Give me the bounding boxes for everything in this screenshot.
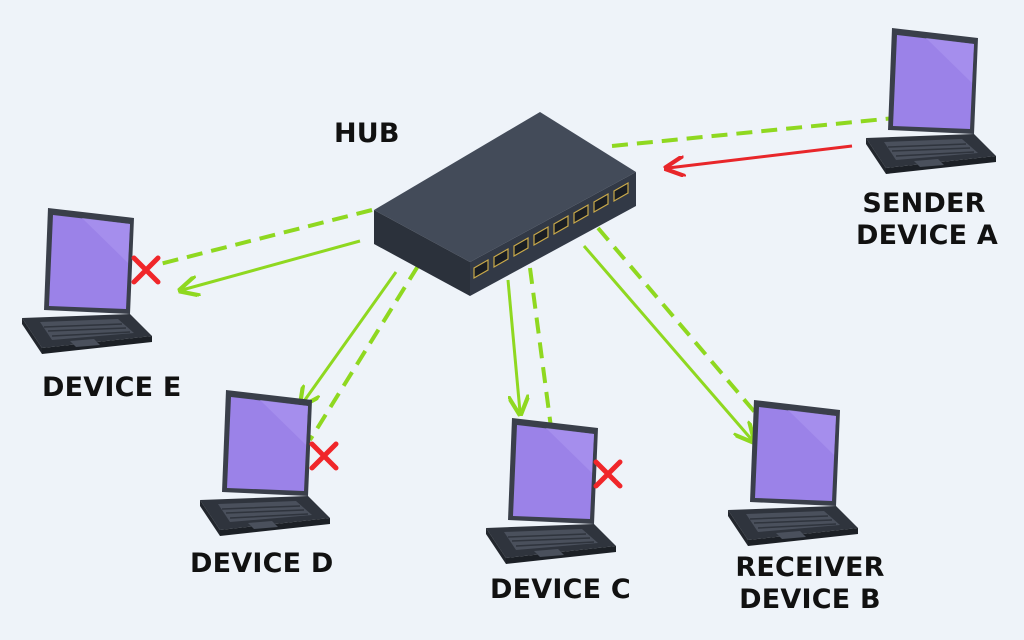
link-dashed-device-b xyxy=(596,226,772,432)
device-b-label-line1: RECEIVER xyxy=(735,552,885,583)
link-dashed-device-c xyxy=(528,267,554,436)
laptop-device-c xyxy=(485,417,617,565)
reject-x-icon-device-e xyxy=(134,258,158,282)
device-b-label-line2: DEVICE B xyxy=(739,584,881,615)
arrow-green-hub-to-d xyxy=(302,271,398,404)
link-dashed-device-e xyxy=(159,208,373,266)
device-e-label: DEVICE E xyxy=(42,372,182,403)
device-c-label: DEVICE C xyxy=(490,574,631,605)
arrow-green-hub-to-b xyxy=(582,245,752,440)
laptop-device-a xyxy=(865,27,997,175)
link-dashed-device-d xyxy=(308,264,420,442)
arrow-green-hub-to-c xyxy=(506,279,520,412)
device-d-label: DEVICE D xyxy=(190,548,334,579)
laptop-device-b xyxy=(727,399,859,547)
hub-ports xyxy=(473,181,629,280)
laptop-device-d xyxy=(199,389,331,537)
device-a-label: SENDER DEVICE A xyxy=(856,188,998,252)
arrow-red-a-to-hub xyxy=(668,144,853,168)
device-b-label: RECEIVER DEVICE B xyxy=(728,552,892,616)
hub-device xyxy=(374,112,636,296)
device-a-label-line1: SENDER xyxy=(862,188,986,219)
hub-label: HUB xyxy=(334,118,400,149)
arrow-green-hub-to-e xyxy=(182,239,361,290)
link-dashed-device-a xyxy=(611,116,896,148)
device-a-label-line2: DEVICE A xyxy=(856,220,998,251)
reject-x-icon-device-d xyxy=(312,444,336,468)
reject-x-icon-device-c xyxy=(596,462,620,486)
